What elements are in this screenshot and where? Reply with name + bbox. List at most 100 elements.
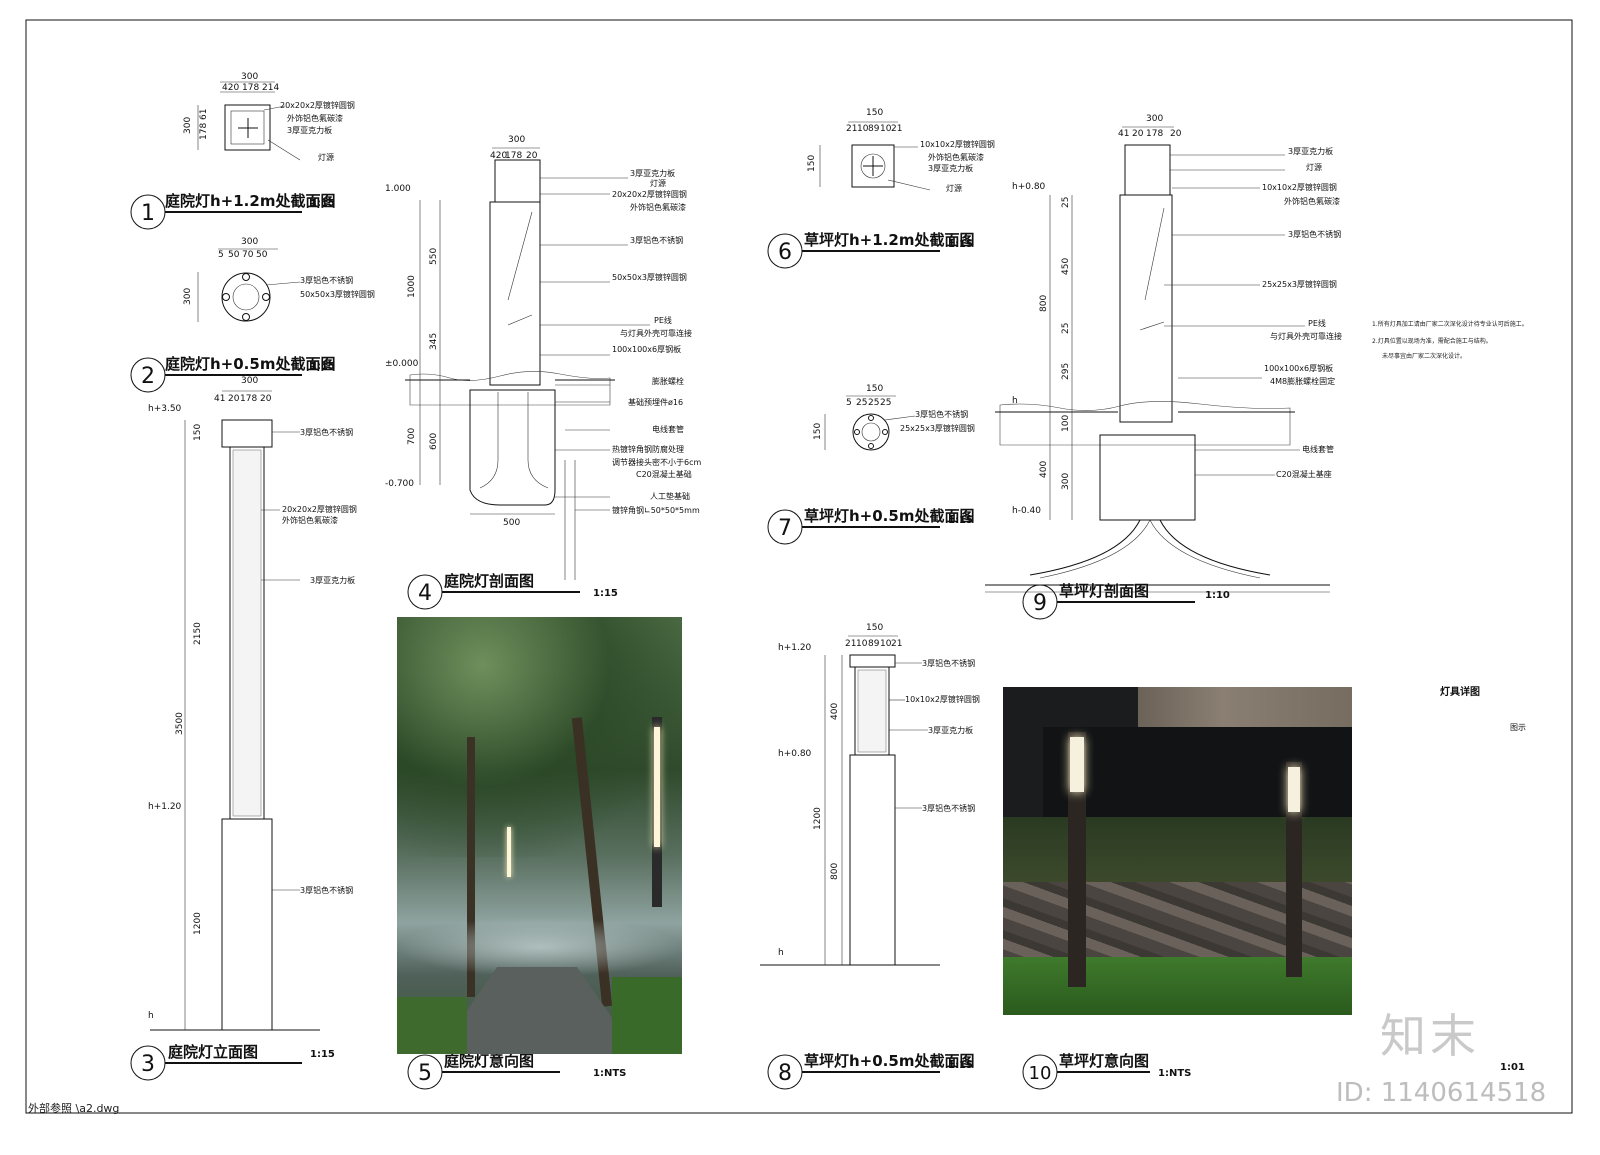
svg-text:3: 3 (141, 1052, 155, 1077)
svg-text:草坪灯h+0.5m处截面图: 草坪灯h+0.5m处截面图 (804, 507, 974, 525)
svg-text:PE线: PE线 (654, 315, 672, 325)
xref-footer: 外部参照 \a2.dwg (28, 1102, 120, 1115)
svg-text:21: 21 (891, 124, 902, 134)
svg-text:50x50x3厚镀锌圆钢: 50x50x3厚镀锌圆钢 (612, 272, 687, 282)
title-blocks: 1 庭院灯h+1.2m处截面图 1:15 2 庭院灯h+0.5m处截面图 1:1… (130, 192, 1230, 1090)
svg-text:h+1.20: h+1.20 (778, 643, 812, 653)
svg-text:150: 150 (193, 424, 203, 441)
svg-text:25x25x3厚镀锌圆钢: 25x25x3厚镀锌圆钢 (1262, 279, 1337, 289)
detail-1-drawing: 300 420 178 214 300 61 178 20x20x2厚镀锌圆钢 … (183, 72, 355, 162)
svg-text:草坪灯h+1.2m处截面图: 草坪灯h+1.2m处截面图 (804, 231, 974, 249)
svg-text:20: 20 (260, 394, 272, 404)
d1-dim-a: 420 (222, 83, 239, 93)
d4-level-zero: ±0.000 (385, 359, 419, 369)
detail-2-drawing: 300 5 50 70 50 300 3厚铝色不锈钢 50x50x3厚镀锌圆钢 (183, 237, 375, 322)
svg-text:150: 150 (866, 384, 883, 394)
svg-text:人工垫基础: 人工垫基础 (650, 491, 690, 501)
detail-6-drawing: 150 21 10 89 10 21 150 10x10x2厚镀锌圆钢 外饰铝色… (807, 108, 995, 193)
svg-text:h+0.80: h+0.80 (778, 749, 812, 759)
svg-text:1200: 1200 (193, 912, 203, 935)
svg-text:1:15: 1:15 (948, 239, 973, 250)
svg-text:178: 178 (505, 151, 522, 161)
d1-dim-v: 300 (183, 117, 193, 134)
svg-text:3厚铝色不锈钢: 3厚铝色不锈钢 (922, 658, 975, 668)
svg-text:25: 25 (880, 398, 891, 408)
svg-text:1:10: 1:10 (1205, 590, 1230, 601)
detail-8-drawing: 150 21 10 89 10 21 h+1.20 h+0.80 h 400 1… (760, 623, 980, 966)
svg-text:10: 10 (857, 124, 869, 134)
svg-text:草坪灯意向图: 草坪灯意向图 (1059, 1052, 1149, 1070)
title-2: 2 庭院灯h+0.5m处截面图 1:15 (130, 355, 335, 393)
svg-text:800: 800 (1039, 295, 1049, 312)
title-1: 1 庭院灯h+1.2m处截面图 1:15 (130, 192, 335, 230)
svg-text:庭院灯h+1.2m处截面图: 庭院灯h+1.2m处截面图 (165, 192, 335, 210)
svg-text:10x10x2厚镀锌圆钢: 10x10x2厚镀锌圆钢 (905, 694, 980, 704)
d3-level-mid: h+1.20 (148, 802, 182, 812)
svg-text:1:15: 1:15 (948, 515, 973, 526)
svg-text:3厚铝色不锈钢: 3厚铝色不锈钢 (922, 803, 975, 813)
svg-text:400: 400 (1039, 461, 1049, 478)
svg-text:300: 300 (1146, 114, 1163, 124)
svg-text:C20混凝土基座: C20混凝土基座 (1276, 469, 1332, 479)
svg-text:3厚铝色不锈钢: 3厚铝色不锈钢 (1288, 229, 1341, 239)
d1-dim-v2: 61 (199, 109, 209, 120)
svg-text:300: 300 (241, 376, 258, 386)
svg-text:灯源: 灯源 (946, 183, 962, 193)
sheet-sub: 图示 (1510, 723, 1526, 732)
svg-text:10: 10 (880, 124, 892, 134)
svg-text:500: 500 (503, 518, 520, 528)
svg-text:电线套管: 电线套管 (652, 424, 684, 434)
svg-text:3厚亚克力板: 3厚亚克力板 (1288, 146, 1333, 156)
svg-text:镀锌角钢∟50*50*5mm: 镀锌角钢∟50*50*5mm (612, 505, 700, 515)
svg-text:7: 7 (778, 516, 792, 541)
d1-dim-b: 178 (242, 83, 259, 93)
svg-text:89: 89 (868, 124, 880, 134)
sheet-border (25, 19, 1573, 1114)
svg-text:150: 150 (813, 423, 823, 440)
svg-text:150: 150 (866, 108, 883, 118)
svg-text:草坪灯剖面图: 草坪灯剖面图 (1059, 582, 1149, 600)
svg-text:h+0.80: h+0.80 (1012, 182, 1046, 192)
svg-text:1:15: 1:15 (310, 1049, 335, 1060)
svg-text:6: 6 (778, 240, 792, 265)
svg-text:10: 10 (1029, 1063, 1052, 1084)
svg-text:3厚亚克力板: 3厚亚克力板 (928, 163, 973, 173)
svg-text:550: 550 (429, 248, 439, 265)
svg-text:庭院灯剖面图: 庭院灯剖面图 (444, 572, 534, 590)
svg-text:450: 450 (1061, 258, 1071, 275)
svg-text:4: 4 (418, 581, 432, 606)
svg-text:3厚亚克力板: 3厚亚克力板 (928, 725, 973, 735)
svg-text:灯源: 灯源 (650, 178, 666, 188)
svg-text:21: 21 (845, 639, 856, 649)
svg-text:25: 25 (868, 398, 879, 408)
svg-text:100x100x6厚钢板: 100x100x6厚钢板 (1264, 363, 1333, 373)
svg-text:5: 5 (218, 250, 224, 260)
svg-text:70: 70 (242, 250, 254, 260)
svg-text:基础预埋件ø16: 基础预埋件ø16 (628, 397, 683, 407)
svg-text:100x100x6厚钢板: 100x100x6厚钢板 (612, 344, 681, 354)
svg-text:外饰铝色氟碳漆: 外饰铝色氟碳漆 (1284, 196, 1340, 206)
svg-text:178: 178 (1146, 129, 1163, 139)
d3-label-1: 3厚铝色不锈钢 (300, 427, 353, 437)
d3-label-3: 外饰铝色氟碳漆 (282, 515, 338, 525)
svg-text:21: 21 (846, 124, 857, 134)
svg-text:89: 89 (868, 639, 880, 649)
svg-text:150: 150 (866, 623, 883, 633)
svg-text:庭院灯意向图: 庭院灯意向图 (444, 1052, 534, 1070)
title-8: 8 草坪灯h+0.5m处截面图 1:15 (767, 1052, 974, 1090)
svg-text:9: 9 (1033, 591, 1047, 616)
svg-text:5: 5 (418, 1061, 432, 1086)
svg-text:41: 41 (1118, 129, 1129, 139)
svg-text:3500: 3500 (175, 712, 185, 735)
detail-7-drawing: 150 5 25 25 25 150 3厚铝色不锈钢 25x25x3厚镀锌圆钢 (813, 384, 975, 451)
svg-text:21: 21 (891, 639, 902, 649)
svg-text:20: 20 (1170, 129, 1182, 139)
svg-text:外饰铝色氟碳漆: 外饰铝色氟碳漆 (928, 152, 984, 162)
svg-text:4M8膨胀螺栓固定: 4M8膨胀螺栓固定 (1270, 376, 1335, 386)
svg-text:10x10x2厚镀锌圆钢: 10x10x2厚镀锌圆钢 (1262, 182, 1337, 192)
svg-text:8: 8 (778, 1061, 792, 1086)
brand-watermark: 知末 (1380, 1009, 1480, 1063)
svg-text:C20混凝土基础: C20混凝土基础 (636, 469, 692, 479)
svg-text:20x20x2厚镀锌圆钢: 20x20x2厚镀锌圆钢 (612, 189, 687, 199)
